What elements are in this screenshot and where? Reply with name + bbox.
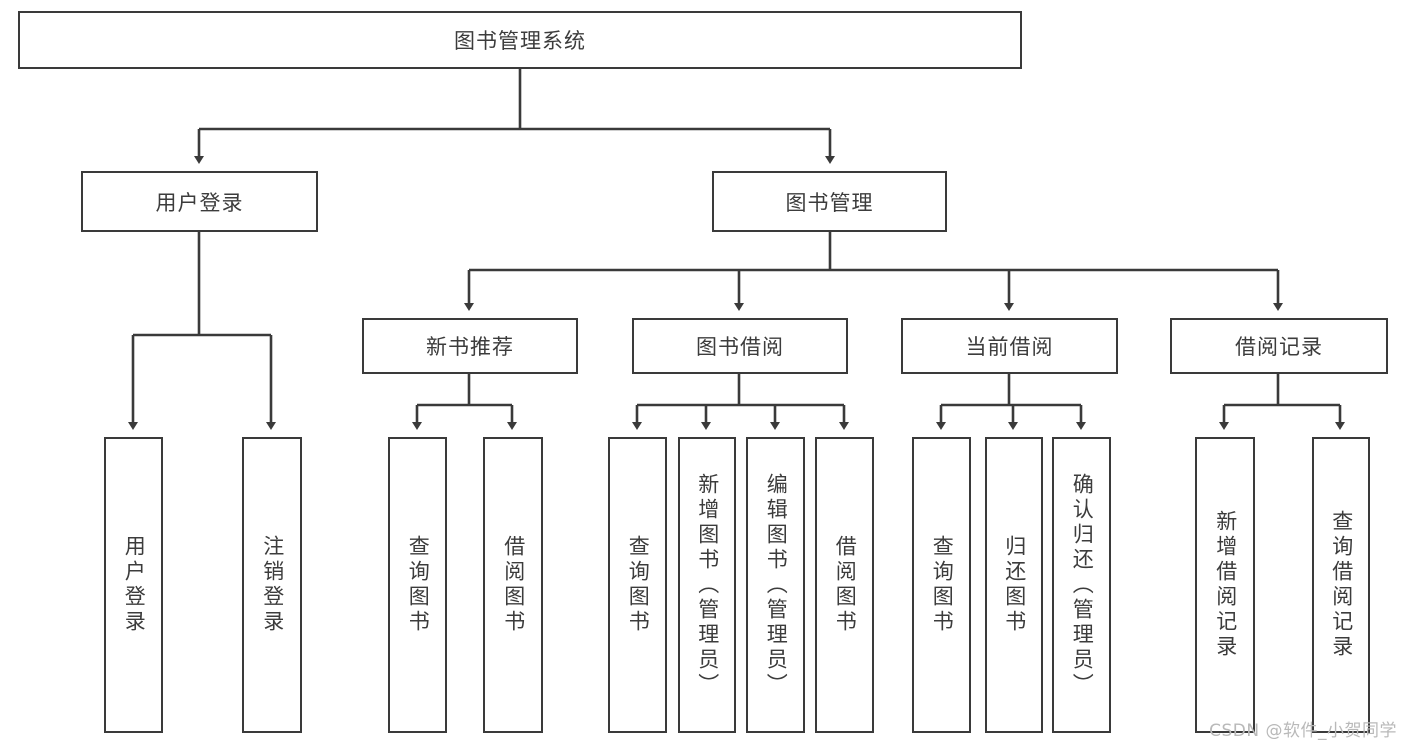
leaf-new-book-query[interactable]: 查询图书 bbox=[388, 437, 447, 733]
node-label: 图书管理 bbox=[785, 190, 874, 215]
node-root-system[interactable]: 图书管理系统 bbox=[18, 11, 1022, 69]
leaf-borrow-borrow-book[interactable]: 借阅图书 bbox=[815, 437, 874, 733]
watermark: CSDN @软件_小贺同学 bbox=[1209, 721, 1397, 741]
node-new-book-recommend[interactable]: 新书推荐 bbox=[362, 318, 578, 374]
leaf-borrow-edit-book[interactable]: 编辑图书（管理员） bbox=[746, 437, 805, 733]
leaf-current-query-book[interactable]: 查询图书 bbox=[912, 437, 971, 733]
node-book-management[interactable]: 图书管理 bbox=[712, 171, 947, 232]
node-user-login[interactable]: 用户登录 bbox=[81, 171, 318, 232]
node-label: 查询借阅记录 bbox=[1329, 510, 1354, 660]
node-label: 确认归还（管理员） bbox=[1070, 472, 1095, 698]
node-book-borrow[interactable]: 图书借阅 bbox=[632, 318, 848, 374]
node-label: 查询图书 bbox=[406, 535, 431, 635]
node-label: 图书借阅 bbox=[696, 335, 784, 359]
node-label: 借阅图书 bbox=[833, 535, 858, 635]
node-label: 新增图书（管理员） bbox=[695, 472, 720, 698]
leaf-borrow-add-book[interactable]: 新增图书（管理员） bbox=[678, 437, 736, 733]
node-current-borrow[interactable]: 当前借阅 bbox=[901, 318, 1118, 374]
node-label: 编辑图书（管理员） bbox=[764, 472, 789, 698]
leaf-current-confirm-return[interactable]: 确认归还（管理员） bbox=[1052, 437, 1111, 733]
node-label: 查询图书 bbox=[930, 535, 955, 635]
node-label: 查询图书 bbox=[626, 535, 651, 635]
node-label: 注销登录 bbox=[260, 535, 285, 635]
leaf-user-login-login[interactable]: 用户登录 bbox=[104, 437, 163, 733]
leaf-current-return-book[interactable]: 归还图书 bbox=[985, 437, 1043, 733]
node-label: 图书管理系统 bbox=[454, 29, 586, 53]
node-label: 用户登录 bbox=[122, 535, 147, 635]
leaf-record-query[interactable]: 查询借阅记录 bbox=[1312, 437, 1370, 733]
node-label: 用户登录 bbox=[155, 190, 244, 215]
node-borrow-record[interactable]: 借阅记录 bbox=[1170, 318, 1388, 374]
node-label: 借阅记录 bbox=[1235, 335, 1323, 359]
node-label: 借阅图书 bbox=[501, 535, 526, 635]
node-label: 归还图书 bbox=[1002, 535, 1027, 635]
leaf-new-book-borrow[interactable]: 借阅图书 bbox=[483, 437, 543, 733]
node-label: 当前借阅 bbox=[965, 335, 1054, 359]
node-label: 新增借阅记录 bbox=[1213, 510, 1238, 660]
leaf-user-login-logout[interactable]: 注销登录 bbox=[242, 437, 302, 733]
node-label: 新书推荐 bbox=[426, 335, 514, 359]
leaf-record-add[interactable]: 新增借阅记录 bbox=[1195, 437, 1255, 733]
leaf-borrow-query-book[interactable]: 查询图书 bbox=[608, 437, 667, 733]
